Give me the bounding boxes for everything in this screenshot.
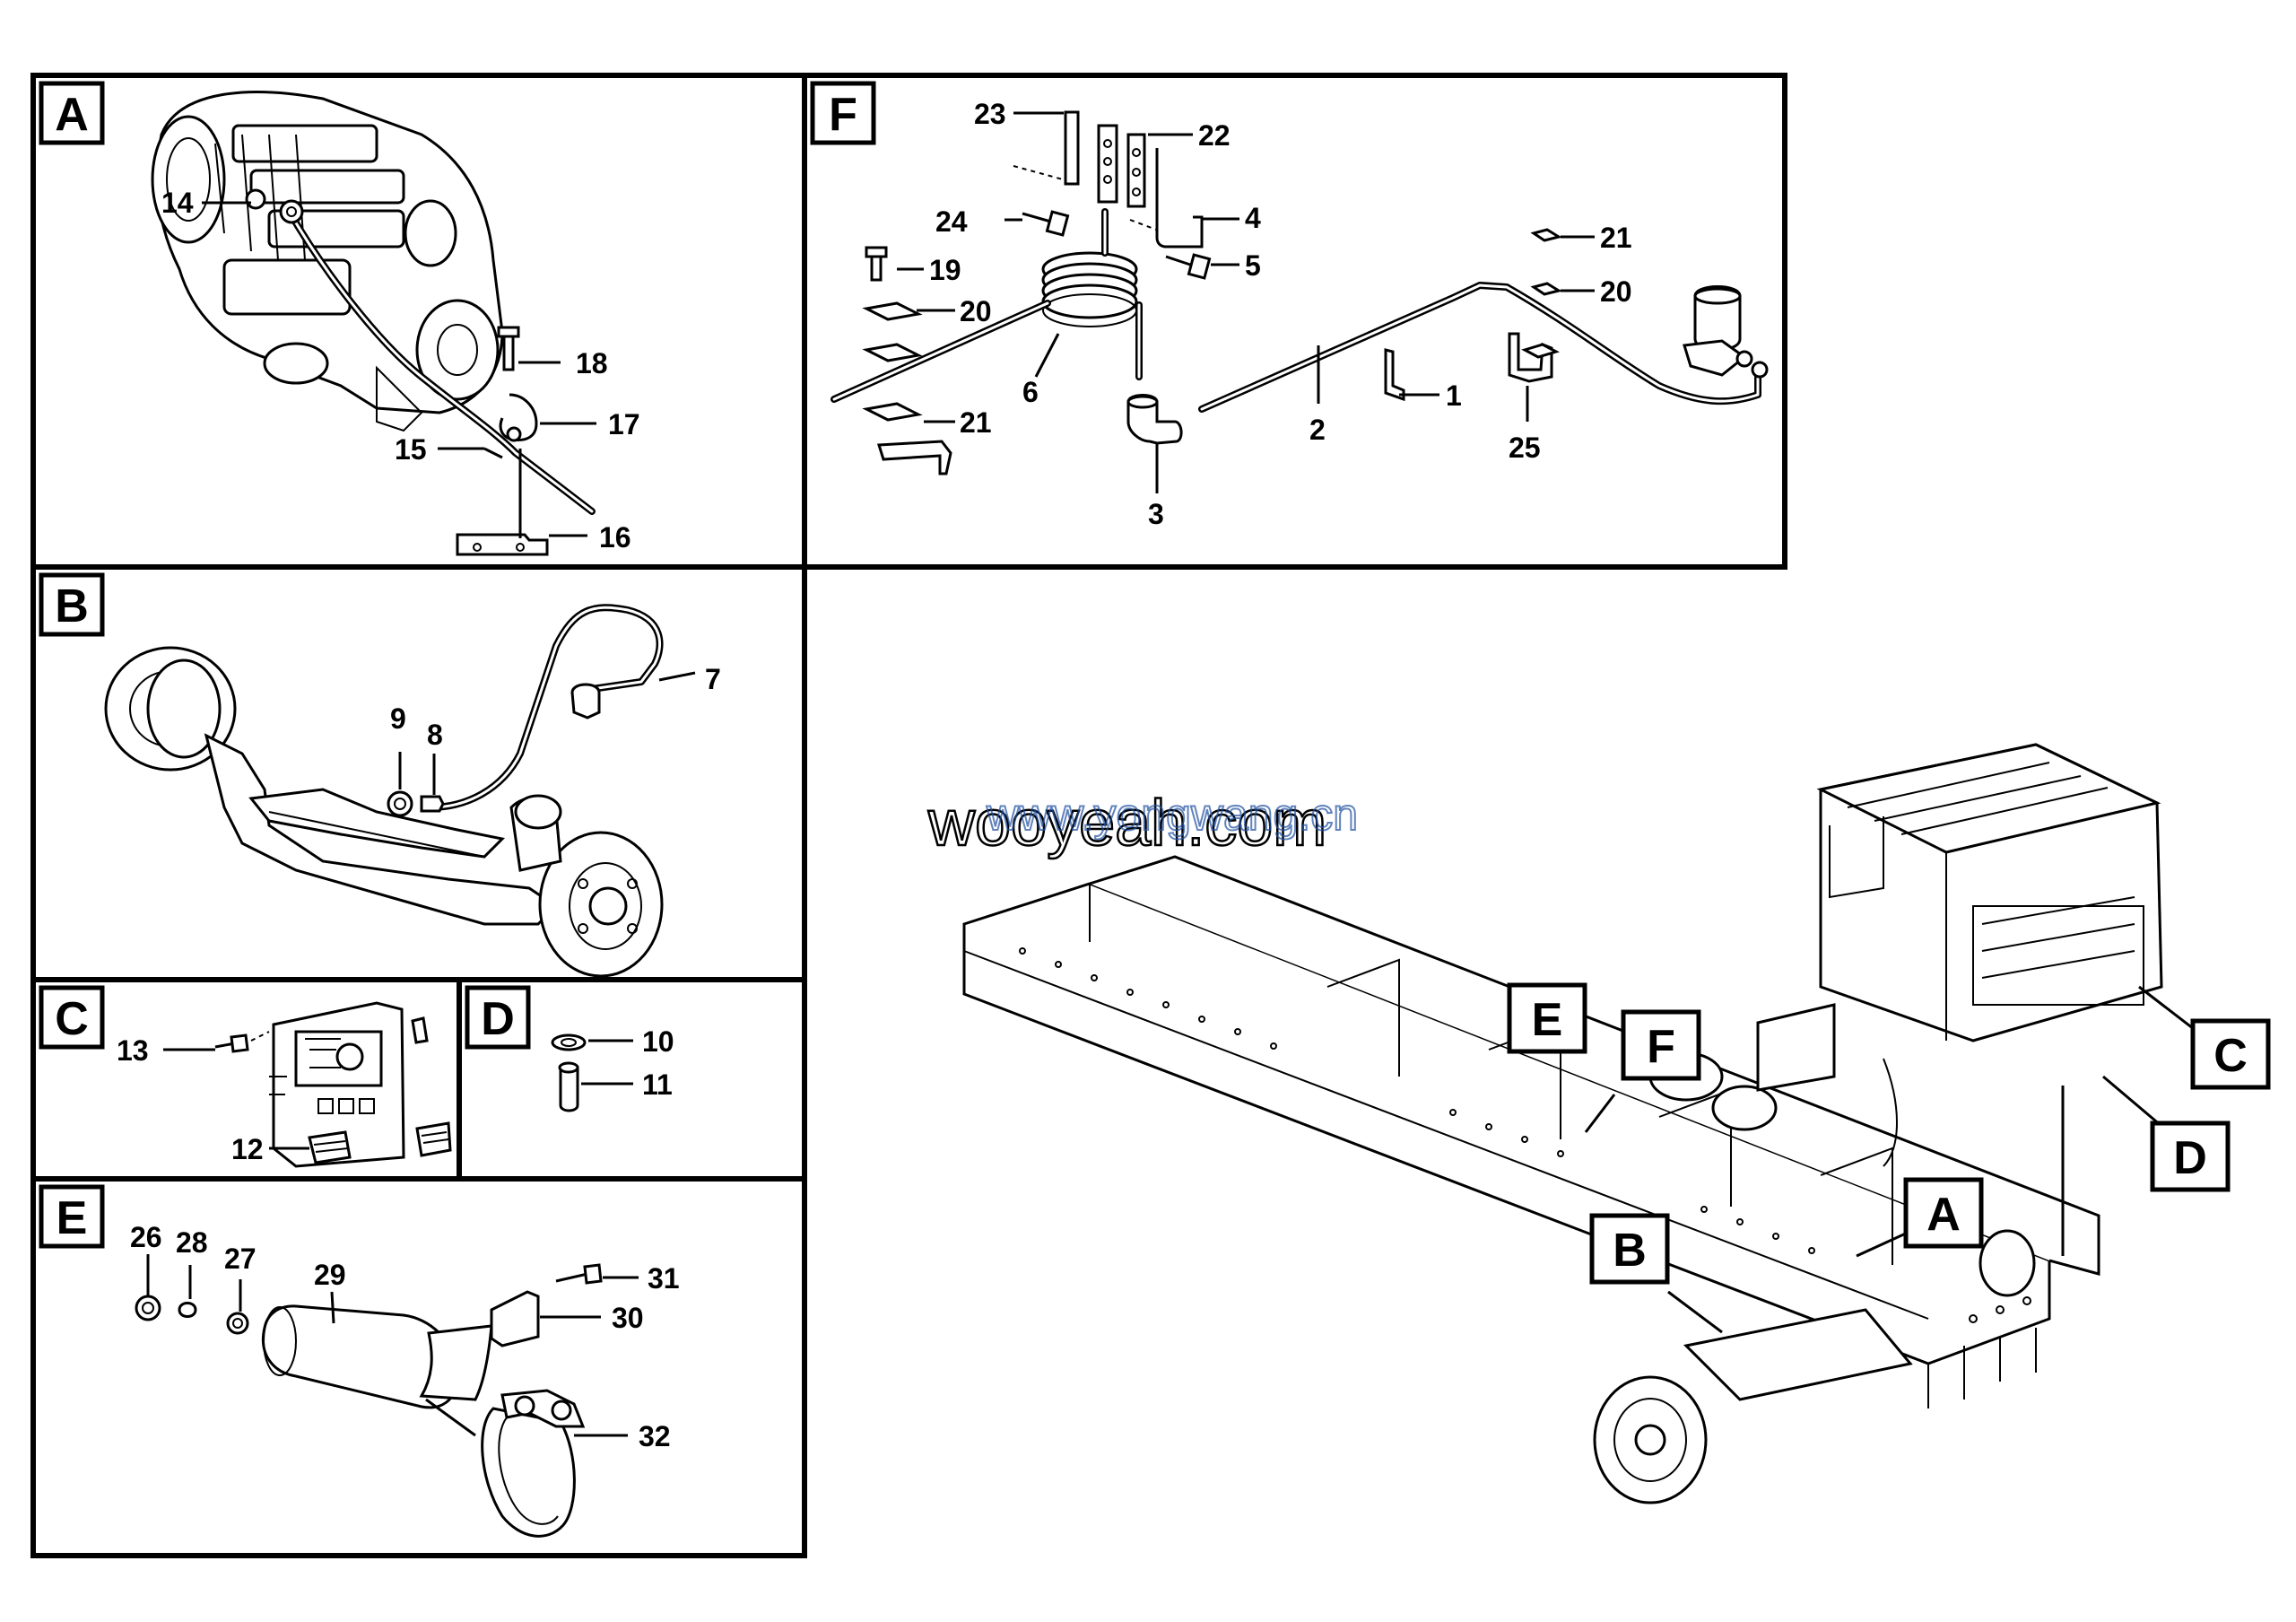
engine-block-illustration — [151, 91, 504, 432]
fitting-14 — [245, 188, 266, 210]
callout-27: 27 — [224, 1243, 257, 1275]
overview-letter-f: F — [1647, 1021, 1675, 1073]
coil-hose-6 — [1041, 251, 1138, 327]
overview-letter-c-box — [2190, 1018, 2271, 1090]
cab-illustration — [1756, 743, 2163, 1167]
callout-25: 25 — [1509, 432, 1541, 464]
callout-29: 29 — [314, 1259, 346, 1291]
panel-e-frame — [30, 1176, 807, 1558]
callout-19: 19 — [929, 254, 961, 286]
pedal-valve-illustration — [269, 1001, 452, 1168]
callout-4: 4 — [1245, 202, 1261, 234]
panel-b-letter-box — [39, 572, 105, 637]
callout-6: 6 — [1022, 376, 1039, 408]
panel-c-letter-box — [39, 985, 105, 1050]
chassis-overview: E F C D A B — [962, 743, 2271, 1504]
callout-28: 28 — [176, 1226, 208, 1259]
callout-23: 23 — [974, 98, 1006, 130]
callout-31: 31 — [648, 1262, 680, 1295]
callout-24: 24 — [935, 205, 968, 238]
callout-12: 12 — [231, 1133, 264, 1165]
callout-32: 32 — [639, 1420, 671, 1452]
callout-26: 26 — [130, 1221, 162, 1253]
overview-letter-b: B — [1613, 1225, 1647, 1277]
callout-15: 15 — [395, 433, 427, 466]
callout-7: 7 — [705, 663, 721, 695]
panel-c: C 13 12 — [39, 985, 452, 1168]
panel-f-letter-box — [810, 81, 876, 145]
panel-b-letter: B — [55, 580, 89, 632]
watermark-overlay-text: www.yongwang.cn — [986, 789, 1358, 840]
watermark-text: wooyeah.com — [927, 788, 1326, 859]
panel-c-letter: C — [55, 993, 89, 1045]
panel-d-letter-box — [465, 985, 531, 1050]
panel-f: F — [810, 81, 1769, 530]
panel-b: B 9 8 7 — [39, 572, 721, 978]
callout-14: 14 — [161, 187, 194, 219]
panel-f-frame — [802, 73, 1787, 570]
overview-letter-a-box — [1903, 1177, 1984, 1249]
panel-e: E — [39, 1184, 680, 1538]
overview-letter-f-box — [1621, 1009, 1701, 1081]
front-axle-illustration — [104, 646, 664, 978]
strap-clamp-32 — [481, 1389, 586, 1538]
callout-16: 16 — [599, 521, 631, 554]
callout-20-left: 20 — [960, 295, 992, 327]
overview-letter-d-box — [2150, 1121, 2231, 1192]
callout-20-right: 20 — [1600, 275, 1632, 308]
overview-letter-b-box — [1589, 1213, 1670, 1285]
panel-d-letter: D — [481, 993, 515, 1045]
callout-17: 17 — [608, 408, 640, 440]
callout-8: 8 — [427, 719, 443, 751]
callout-30: 30 — [612, 1302, 644, 1334]
panel-a: A — [39, 81, 640, 556]
panel-a-letter: A — [55, 89, 89, 141]
callout-2: 2 — [1309, 414, 1326, 446]
panel-e-letter-box — [39, 1184, 105, 1249]
callout-3: 3 — [1148, 498, 1164, 530]
callout-1: 1 — [1446, 379, 1462, 412]
callout-21-left: 21 — [960, 406, 992, 439]
overview-letter-c: C — [2213, 1030, 2248, 1082]
callout-13: 13 — [117, 1034, 149, 1067]
panel-b-frame — [30, 564, 807, 982]
overview-letter-e-box — [1507, 982, 1587, 1054]
panel-d: D 10 11 — [465, 985, 674, 1112]
overview-letter-a: A — [1926, 1189, 1961, 1241]
callout-9: 9 — [390, 702, 406, 735]
panel-a-letter-box — [39, 81, 105, 145]
callout-22: 22 — [1198, 119, 1231, 152]
panel-e-letter: E — [57, 1192, 88, 1244]
panel-f-letter: F — [829, 89, 857, 141]
callout-21-right: 21 — [1600, 222, 1632, 254]
overview-letter-d: D — [2173, 1132, 2207, 1184]
air-dryer-illustration — [1683, 285, 1769, 379]
overview-letter-e: E — [1532, 994, 1563, 1046]
callout-10: 10 — [642, 1025, 674, 1058]
callout-18: 18 — [576, 347, 608, 379]
callout-5: 5 — [1245, 249, 1261, 282]
callout-11: 11 — [642, 1068, 673, 1101]
